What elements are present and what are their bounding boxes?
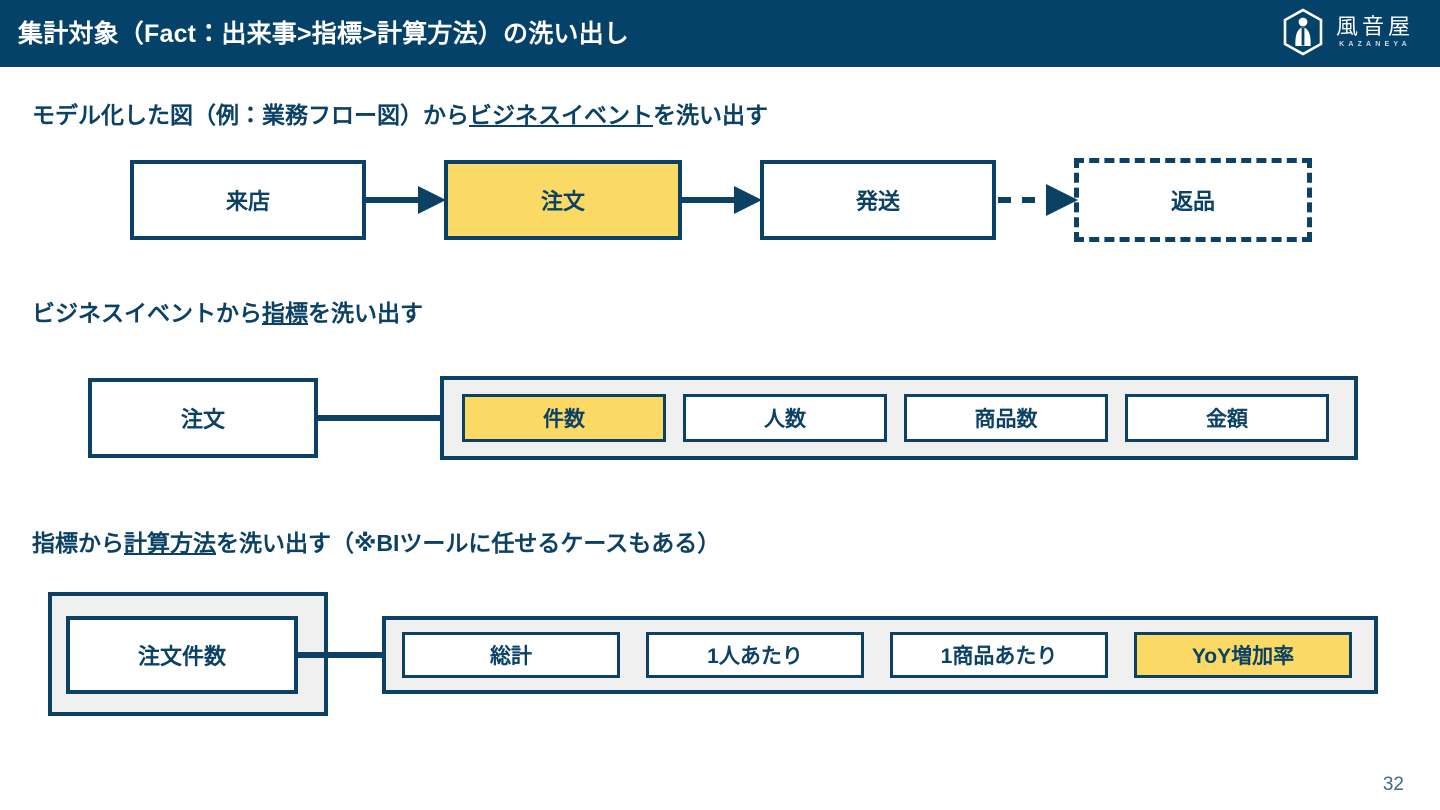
flow3-item-per-person[interactable]: 1人あたり [646, 632, 864, 678]
slide-header-bar: 集計対象（Fact：出来事>指標>計算方法）の洗い出し 風音屋 KAZANEYA [0, 0, 1440, 63]
flow1-node-label: 発送 [855, 189, 900, 214]
page-number: 32 [1382, 774, 1404, 795]
section-3-suffix: を洗い出す（※BIツールに任せるケースもある） [216, 530, 721, 556]
section-2-suffix: を洗い出す [308, 300, 423, 326]
flow3-source-node[interactable]: 注文件数 [66, 616, 298, 694]
flow2-item-kensu[interactable]: 件数 [462, 394, 666, 442]
flow3-item-label: 総計 [490, 645, 532, 668]
flow2-source-node[interactable]: 注文 [88, 378, 318, 458]
flow2-item-label: 件数 [543, 408, 585, 431]
flow3-item-soukei[interactable]: 総計 [402, 632, 620, 678]
logo-text-en: KAZANEYA [1339, 41, 1411, 49]
section-1-keyword: ビジネスイベント [469, 102, 653, 128]
flow1-arrow-3-dashed [998, 184, 1078, 216]
section-heading-2: ビジネスイベントから指標を洗い出す [32, 294, 423, 328]
flow1-node-chumon[interactable]: 注文 [444, 160, 682, 240]
flow2-item-ninzu[interactable]: 人数 [683, 394, 887, 442]
header-accent-line [0, 63, 1440, 67]
section-1-prefix: モデル化した図（例：業務フロー図）から [32, 102, 469, 128]
flow1-arrow-1 [366, 186, 446, 214]
section-3-keyword: 計算方法 [124, 530, 216, 556]
section-1-suffix: を洗い出す [653, 102, 768, 128]
flow3-item-per-product[interactable]: 1商品あたり [890, 632, 1108, 678]
section-3-prefix: 指標から [32, 530, 124, 556]
flow1-node-label: 来店 [225, 189, 270, 214]
logo-text-jp: 風音屋 [1335, 13, 1414, 39]
flow3-item-label: YoY増加率 [1191, 645, 1295, 668]
flow1-node-hasso[interactable]: 発送 [760, 160, 996, 240]
flow3-item-yoy-growth[interactable]: YoY増加率 [1134, 632, 1352, 678]
brand-logo: 風音屋 KAZANEYA [1281, 8, 1414, 56]
flow3-item-label: 1商品あたり [940, 645, 1058, 668]
flow2-source-label: 注文 [180, 407, 225, 432]
flow2-item-label: 人数 [764, 408, 806, 431]
flow1-arrow-2 [682, 186, 762, 214]
page-title: 集計対象（Fact：出来事>指標>計算方法）の洗い出し [18, 19, 630, 48]
section-2-prefix: ビジネスイベントから [32, 300, 262, 326]
hexagon-figure-icon [1281, 8, 1325, 56]
flow1-node-label: 返品 [1170, 189, 1215, 214]
section-heading-3: 指標から計算方法を洗い出す（※BIツールに任せるケースもある） [32, 524, 720, 558]
flow3-source-label: 注文件数 [137, 644, 226, 669]
section-2-keyword: 指標 [262, 300, 308, 326]
flow1-node-raiten[interactable]: 来店 [130, 160, 366, 240]
flow2-item-label: 商品数 [974, 408, 1038, 431]
flow1-node-label: 注文 [540, 189, 585, 214]
flow1-node-henpin[interactable]: 返品 [1074, 158, 1312, 242]
flow2-item-shohinsu[interactable]: 商品数 [904, 394, 1108, 442]
flow2-item-label: 金額 [1206, 408, 1248, 431]
flow3-item-label: 1人あたり [707, 645, 803, 668]
section-heading-1: モデル化した図（例：業務フロー図）からビジネスイベントを洗い出す [32, 96, 768, 130]
flow2-item-kingaku[interactable]: 金額 [1125, 394, 1329, 442]
